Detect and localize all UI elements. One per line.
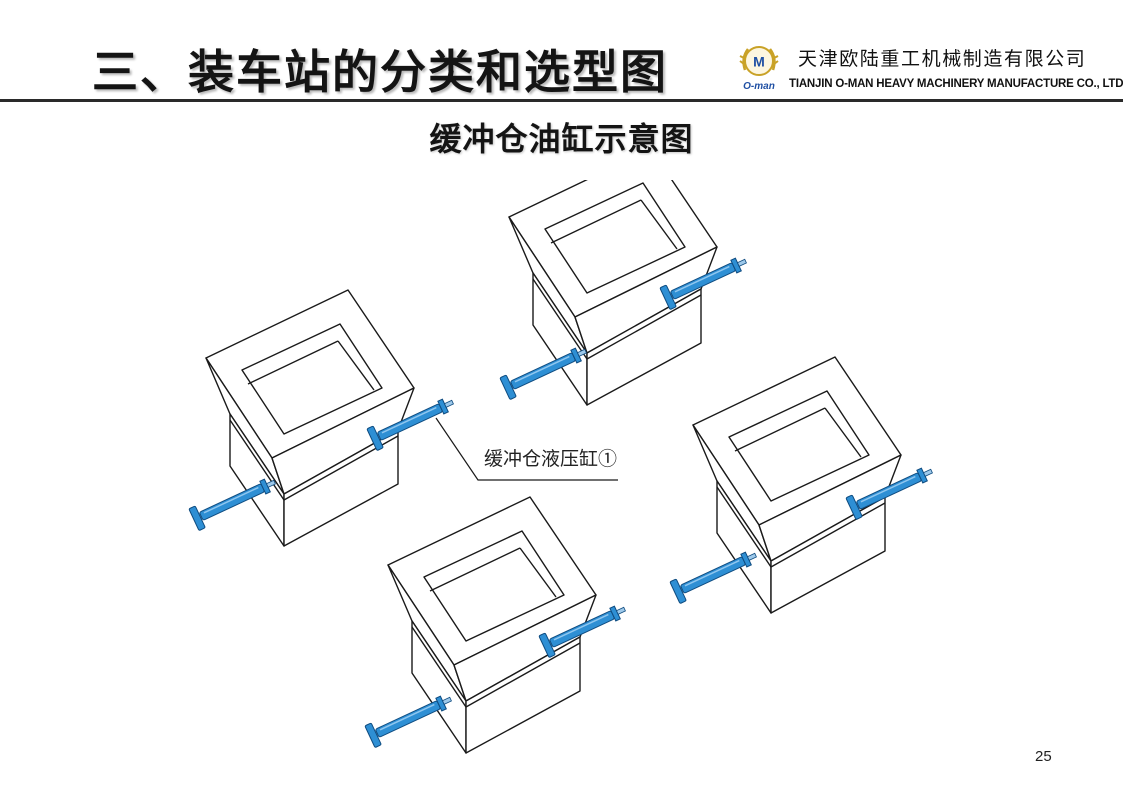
header-divider [0, 99, 1123, 102]
callout-label: 缓冲仓液压缸① [484, 448, 618, 470]
diagram-title: 缓冲仓油缸示意图 [429, 120, 694, 158]
buffer-bin-bottom [364, 496, 631, 754]
logo-wordmark: O-man [743, 81, 775, 92]
buffer-bin-cylinder-diagram [188, 180, 938, 754]
company-name-en: TIANJIN O-MAN HEAVY MACHINERY MANUFACTUR… [789, 78, 1123, 90]
slide-title: 三、装车站的分类和选型图 [92, 45, 668, 99]
callout-leader-line [435, 417, 618, 481]
company-logo: M O-man [739, 46, 779, 92]
slide-header: 三、装车站的分类和选型图 M O-man 天津欧陆重工机械制造有限公司 TIAN… [0, 0, 1123, 105]
buffer-bin-right [669, 356, 938, 614]
logo-letter: M [753, 54, 765, 70]
buffer-bin-left [188, 289, 459, 547]
page-number: 25 [1035, 748, 1052, 765]
company-name-cn: 天津欧陆重工机械制造有限公司 [798, 48, 1087, 70]
buffer-bin-top [499, 180, 752, 406]
